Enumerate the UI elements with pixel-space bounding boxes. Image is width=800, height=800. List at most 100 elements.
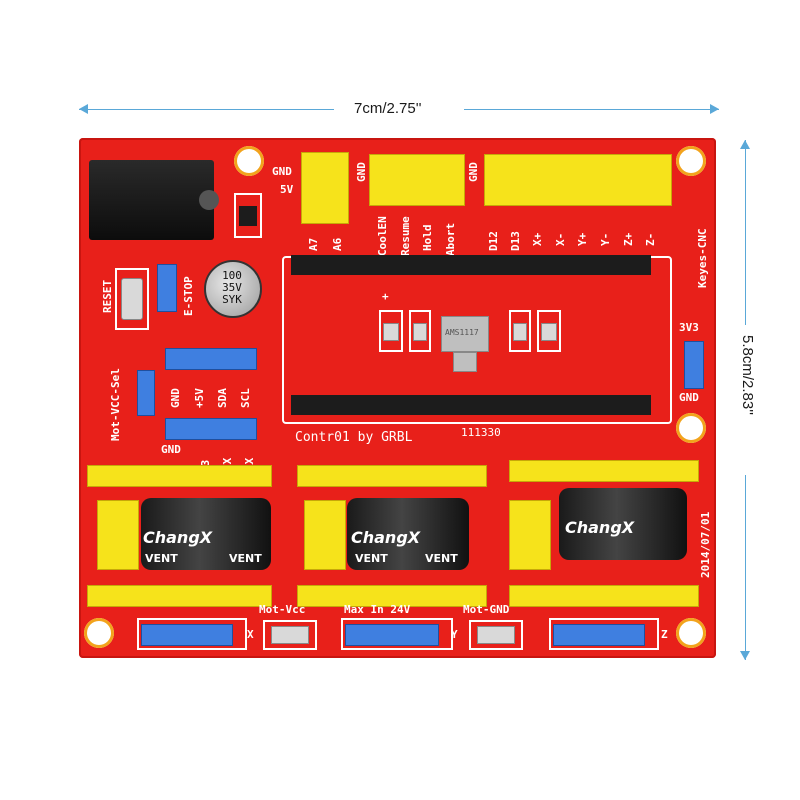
regulator-label: AMS1117 bbox=[445, 328, 479, 337]
d12-label: D12 bbox=[487, 231, 500, 251]
mounting-hole-bottom-right bbox=[676, 618, 706, 648]
firmware-label: Contr01 by GRBL bbox=[295, 430, 413, 445]
capacitor-y-vent-right: VENT bbox=[425, 552, 458, 565]
x-axis-label: X bbox=[247, 628, 254, 641]
motor-y-outline bbox=[341, 618, 453, 650]
aux-power-header bbox=[301, 152, 349, 224]
width-label: 7cm/2.75'' bbox=[354, 100, 422, 117]
reset-label: RESET bbox=[101, 279, 114, 313]
height-dimension: 5.8cm/2.83'' bbox=[735, 140, 756, 660]
motor-y-connector[interactable] bbox=[345, 624, 439, 646]
driver-x-header-top bbox=[87, 465, 272, 487]
reset-button-outline bbox=[115, 268, 149, 330]
resume-label: Resume bbox=[399, 216, 412, 256]
gnd-left-label: GND bbox=[272, 165, 292, 178]
y-minus-label: Y- bbox=[599, 232, 612, 246]
cap-c2 bbox=[413, 323, 427, 341]
motor-z-outline bbox=[549, 618, 659, 650]
capacitor-z: ChangX bbox=[559, 488, 687, 560]
mot-vcc-jumper[interactable] bbox=[137, 370, 155, 416]
control-header bbox=[369, 154, 465, 206]
mot-vcc-sel-label: Mot-VCC-Sel bbox=[109, 368, 122, 441]
gnd-mid-label: GND bbox=[355, 162, 368, 182]
mounting-hole-mid-right bbox=[676, 413, 706, 443]
capacitor-y-vent-left: VENT bbox=[355, 552, 388, 565]
mot-gnd-terminal-outline bbox=[469, 620, 523, 650]
cap-c4-outline bbox=[537, 310, 561, 352]
driver-y-microstep bbox=[304, 500, 346, 570]
cap-value: 100 bbox=[222, 269, 242, 282]
cap-c3-outline bbox=[509, 310, 531, 352]
mounting-hole-bottom-left bbox=[84, 618, 114, 648]
estop-label: E-STOP bbox=[182, 276, 195, 316]
x-minus-label: X- bbox=[554, 232, 567, 246]
cap-c4 bbox=[541, 323, 557, 341]
diode-outline bbox=[234, 193, 262, 238]
a6-label: A6 bbox=[331, 237, 344, 251]
z-minus-label: Z- bbox=[644, 232, 657, 246]
capacitor-x-vent-left: VENT bbox=[145, 552, 178, 565]
dc-power-jack bbox=[89, 160, 219, 240]
cap-c2-outline bbox=[409, 310, 431, 352]
hold-label: Hold bbox=[421, 224, 434, 252]
5v-label: 5V bbox=[280, 183, 294, 196]
capacitor-y: ChangX VENT VENT bbox=[347, 498, 469, 570]
gnd-uart-label: GND bbox=[161, 443, 181, 456]
cap-c3 bbox=[513, 323, 527, 341]
capacitor-x-vent-right: VENT bbox=[229, 552, 262, 565]
y-plus-label: Y+ bbox=[576, 232, 589, 246]
p5v-label: +5V bbox=[193, 388, 206, 408]
mot-vcc-label: Mot-Vcc bbox=[259, 603, 306, 616]
driver-z-header-top bbox=[509, 460, 699, 482]
x-plus-label: X+ bbox=[531, 232, 544, 246]
mot-gnd-terminal bbox=[477, 626, 515, 644]
max-in-label: Max In 24V bbox=[344, 603, 411, 616]
nano-header-top bbox=[291, 255, 651, 275]
z-axis-label: Z bbox=[661, 628, 668, 641]
estop-jumper[interactable] bbox=[157, 264, 177, 312]
abort-label: Abort bbox=[444, 222, 457, 256]
reset-button[interactable] bbox=[121, 278, 143, 320]
height-label: 5.8cm/2.83'' bbox=[739, 335, 756, 415]
a7-label: A7 bbox=[307, 237, 320, 251]
driver-y-header-top bbox=[297, 465, 487, 487]
plus-label: + bbox=[382, 290, 389, 303]
motor-z-connector[interactable] bbox=[553, 624, 645, 646]
diode bbox=[239, 206, 257, 226]
d13-label: D13 bbox=[509, 231, 522, 251]
date-label: 2014/07/01 bbox=[699, 511, 712, 578]
width-dimension: 7cm/2.75'' bbox=[79, 100, 719, 120]
driver-x-header-bottom bbox=[87, 585, 272, 607]
electrolytic-capacitor: 100 35V SYK bbox=[204, 260, 262, 318]
voltage-regulator: AMS1117 bbox=[441, 316, 489, 352]
uart-header bbox=[165, 418, 257, 440]
mot-vcc-terminal-outline bbox=[263, 620, 317, 650]
driver-x-microstep bbox=[97, 500, 139, 570]
capacitor-z-brand: ChangX bbox=[565, 518, 635, 537]
cap-c1 bbox=[383, 323, 399, 341]
capacitor-x-brand: ChangX bbox=[143, 528, 213, 547]
driver-y-header-bottom bbox=[297, 585, 487, 607]
driver-z-header-bottom bbox=[509, 585, 699, 607]
capacitor-x: ChangX VENT VENT bbox=[141, 498, 271, 570]
mounting-hole-top-right bbox=[676, 146, 706, 176]
scl-label: SCL bbox=[239, 388, 252, 408]
3v3-jumper[interactable] bbox=[684, 341, 704, 389]
brand-label: Keyes-CNC bbox=[696, 228, 709, 288]
z-plus-label: Z+ bbox=[622, 232, 635, 246]
i2c-header bbox=[165, 348, 257, 370]
coolen-label: CoolEN bbox=[376, 216, 389, 256]
capacitor-y-brand: ChangX bbox=[351, 528, 421, 547]
mot-gnd-label: Mot-GND bbox=[463, 603, 510, 616]
sda-label: SDA bbox=[216, 388, 229, 408]
cap-c1-outline bbox=[379, 310, 403, 352]
cnc-shield-board: RESET E-STOP 100 35V SYK GND 5V GND GND … bbox=[79, 138, 716, 658]
driver-z-microstep bbox=[509, 500, 551, 570]
gnd-right-label: GND bbox=[467, 162, 480, 182]
cap-brand: SYK bbox=[222, 293, 242, 306]
endstop-header bbox=[484, 154, 672, 206]
mounting-hole-top-left bbox=[234, 146, 264, 176]
nano-header-bottom bbox=[291, 395, 651, 415]
motor-x-connector[interactable] bbox=[141, 624, 233, 646]
cap-voltage: 35V bbox=[222, 281, 242, 294]
